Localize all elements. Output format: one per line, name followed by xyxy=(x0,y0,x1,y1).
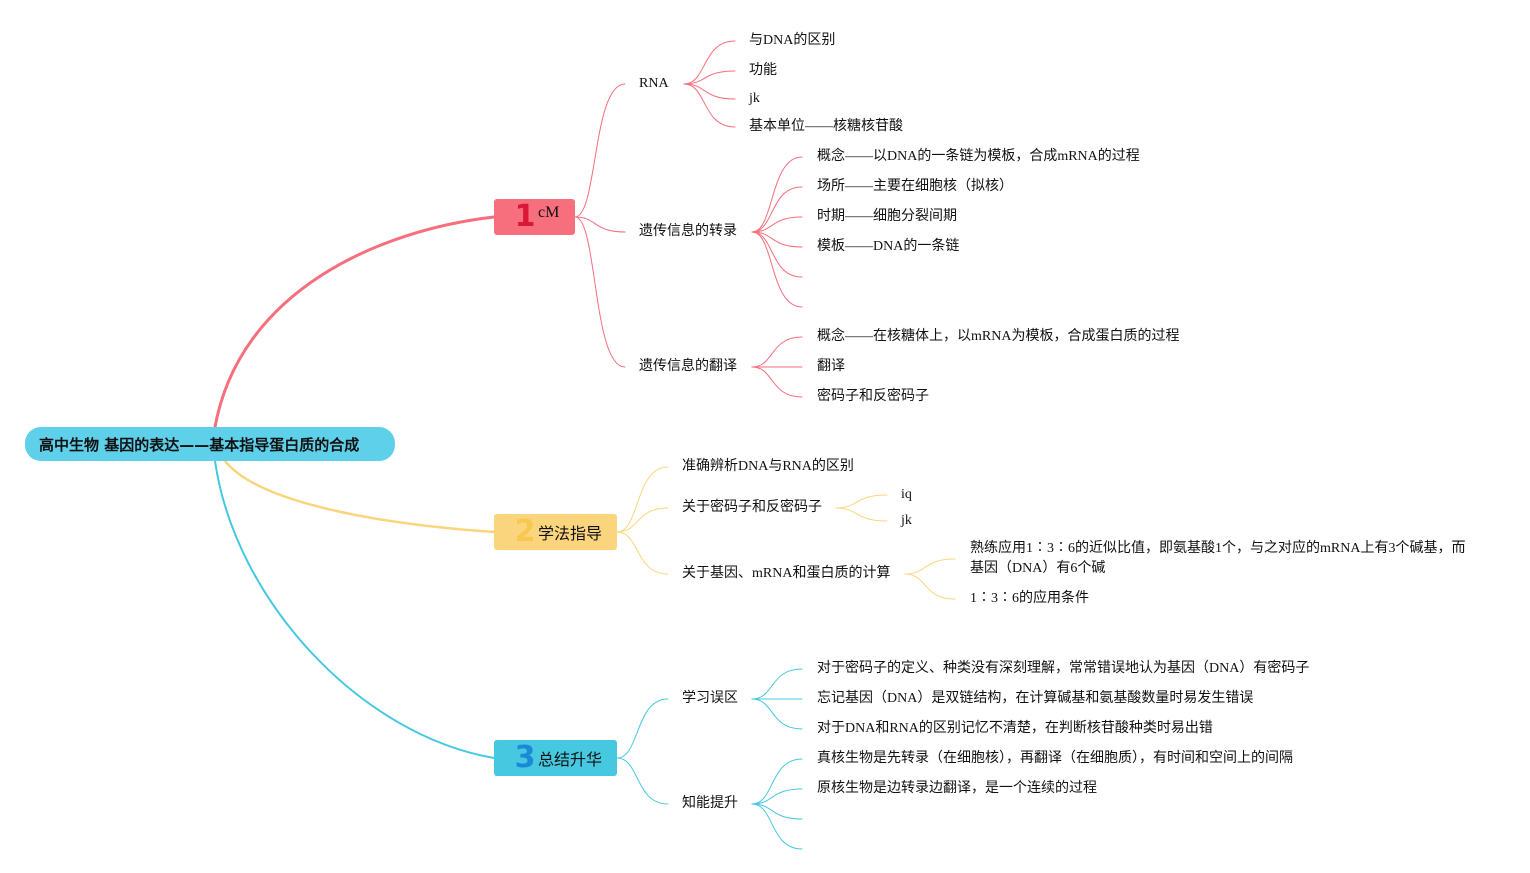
connector-codon-0 xyxy=(835,494,888,509)
connector-transcription-2 xyxy=(751,216,803,233)
connector-misconceptions-0 xyxy=(751,668,803,700)
leaf-calculation-2[interactable]: 1∶3∶6的应用条件 xyxy=(970,591,1089,606)
leaf-codon-1[interactable]: iq xyxy=(901,487,912,502)
connector-b3-0 xyxy=(616,698,669,759)
root-topic[interactable]: 高中生物 基因的表达——基本指导蛋白质的合成 xyxy=(25,427,395,461)
connector-calculation-0 xyxy=(904,558,956,575)
leaf-calculation-1[interactable]: 熟练应用1∶3∶6的近似比值，即氨基酸1个，与之对应的mRNA上有3个碱基，而基… xyxy=(970,541,1466,576)
branch-3-number: 3 xyxy=(514,740,536,775)
leaf-ability-2[interactable]: 原核生物是边转录边翻译，是一个连续的过程 xyxy=(817,781,1097,796)
connector-ability-3 xyxy=(751,803,803,850)
connector-ability-2 xyxy=(751,803,803,820)
topic-transcription[interactable]: 遗传信息的转录 xyxy=(639,224,737,239)
connector-transcription-1 xyxy=(751,186,803,233)
connector-root-branch1 xyxy=(213,215,496,429)
topic-translation[interactable]: 遗传信息的翻译 xyxy=(639,359,737,374)
connector-b2-2 xyxy=(616,531,669,575)
connector-root-branch3 xyxy=(214,460,495,759)
connector-root-branch2 xyxy=(223,459,496,534)
connector-misconceptions-2 xyxy=(751,698,803,730)
leaf-rna-2[interactable]: 功能 xyxy=(749,63,777,78)
root-title: 高中生物 基因的表达——基本指导蛋白质的合成 xyxy=(39,435,360,454)
leaf-rna-3[interactable]: jk xyxy=(749,91,760,106)
topic-calculation[interactable]: 关于基因、mRNA和蛋白质的计算 xyxy=(682,566,891,581)
connector-translation-0 xyxy=(751,336,803,368)
connector-b1-2 xyxy=(574,216,626,368)
leaf-transcription-2[interactable]: 场所——主要在细胞核（拟核） xyxy=(817,179,1013,194)
connector-transcription-3 xyxy=(751,231,803,248)
topic-codon[interactable]: 关于密码子和反密码子 xyxy=(682,500,822,515)
leaf-misconception-1[interactable]: 对于密码子的定义、种类没有深刻理解，常常错误地认为基因（DNA）有密码子 xyxy=(817,661,1310,676)
branch-2-label: 学法指导 xyxy=(538,524,603,543)
connector-b2-0 xyxy=(616,466,669,533)
leaf-transcription-3[interactable]: 时期——细胞分裂间期 xyxy=(817,209,957,224)
leaf-translation-2[interactable]: 翻译 xyxy=(817,359,845,374)
leaf-misconception-3[interactable]: 对于DNA和RNA的区别记忆不清楚，在判断核苷酸种类时易出错 xyxy=(817,721,1213,736)
connector-transcription-5 xyxy=(751,231,803,308)
leaf-ability-1[interactable]: 真核生物是先转录（在细胞核），再翻译（在细胞质），有时间和空间上的间隔 xyxy=(817,751,1293,766)
connector-translation-2 xyxy=(751,366,803,398)
connector-ability-0 xyxy=(751,758,803,805)
leaf-rna-1[interactable]: 与DNA的区别 xyxy=(749,33,836,48)
topic-rna[interactable]: RNA xyxy=(639,76,669,91)
branch-3-label: 总结升华 xyxy=(538,750,603,769)
leaf-codon-2[interactable]: jk xyxy=(901,513,912,528)
connector-rna-2 xyxy=(683,83,736,100)
leaf-misconception-2[interactable]: 忘记基因（DNA）是双链结构，在计算碱基和氨基酸数量时易发生错误 xyxy=(817,691,1254,706)
leaf-rna-4[interactable]: 基本单位——核糖核苷酸 xyxy=(749,119,903,134)
connector-b1-0 xyxy=(574,83,626,218)
branch-1-number: 1 xyxy=(514,199,536,234)
connector-calculation-1 xyxy=(904,573,956,600)
topic-ability-improvement[interactable]: 知能提升 xyxy=(682,796,738,811)
topic-dna-rna-diff[interactable]: 准确辨析DNA与RNA的区别 xyxy=(682,459,854,474)
branch-1[interactable]: 1 cM xyxy=(494,199,575,235)
connector-rna-3 xyxy=(683,83,736,128)
branch-2[interactable]: 2 学法指导 xyxy=(494,514,617,550)
connector-rna-0 xyxy=(683,40,736,85)
leaf-transcription-1[interactable]: 概念——以DNA的一条链为模板，合成mRNA的过程 xyxy=(817,149,1140,164)
leaf-translation-3[interactable]: 密码子和反密码子 xyxy=(817,389,929,404)
leaf-transcription-4[interactable]: 模板——DNA的一条链 xyxy=(817,239,960,254)
topic-misconceptions[interactable]: 学习误区 xyxy=(682,691,738,706)
branch-1-label: cM xyxy=(538,204,560,221)
connector-b2-1 xyxy=(616,507,669,533)
connector-b3-1 xyxy=(616,757,669,805)
connector-rna-1 xyxy=(683,70,736,85)
connector-transcription-4 xyxy=(751,231,803,278)
connector-b1-1 xyxy=(574,216,626,233)
connector-codon-1 xyxy=(835,507,888,522)
connector-ability-1 xyxy=(751,788,803,805)
branch-2-number: 2 xyxy=(514,514,536,549)
leaf-translation-1[interactable]: 概念——在核糖体上，以mRNA为模板，合成蛋白质的过程 xyxy=(817,329,1180,344)
branch-3[interactable]: 3 总结升华 xyxy=(494,740,617,776)
connector-transcription-0 xyxy=(751,156,803,233)
